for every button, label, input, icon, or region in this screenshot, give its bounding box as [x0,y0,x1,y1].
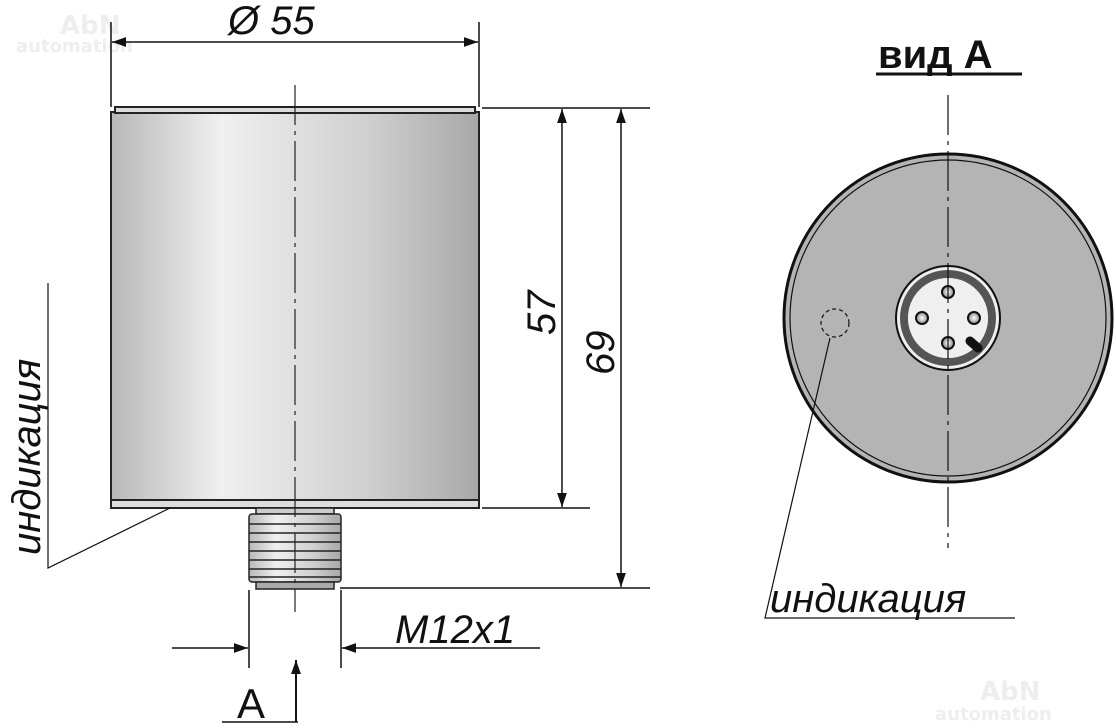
coding-key [965,336,983,353]
diameter-dimension [110,22,480,107]
front-view [782,152,1114,484]
indicator-led-icon [820,308,850,338]
watermark-bottom: AbN automation [935,677,1052,725]
body-height-label: 57 [520,289,564,335]
watermark-top: AbN automation [16,11,133,57]
diameter-label: Ø 55 [226,0,315,43]
indication-side-label: индикация [5,359,49,555]
thread-label: M12x1 [395,608,515,652]
view-marker-label: A [237,680,265,727]
svg-text:AbN: AbN [980,677,1041,707]
indication-side-leader [47,283,171,569]
svg-text:automation: automation [935,704,1052,725]
height-dimensions [340,107,650,589]
connector-pins [915,285,981,350]
view-title: вид А [878,33,993,77]
indication-front-leader [764,337,1015,619]
total-height-label: 69 [579,331,623,376]
indication-front-label: индикация [770,577,966,621]
svg-text:automation: automation [16,36,133,57]
thread-dimension [172,590,540,668]
